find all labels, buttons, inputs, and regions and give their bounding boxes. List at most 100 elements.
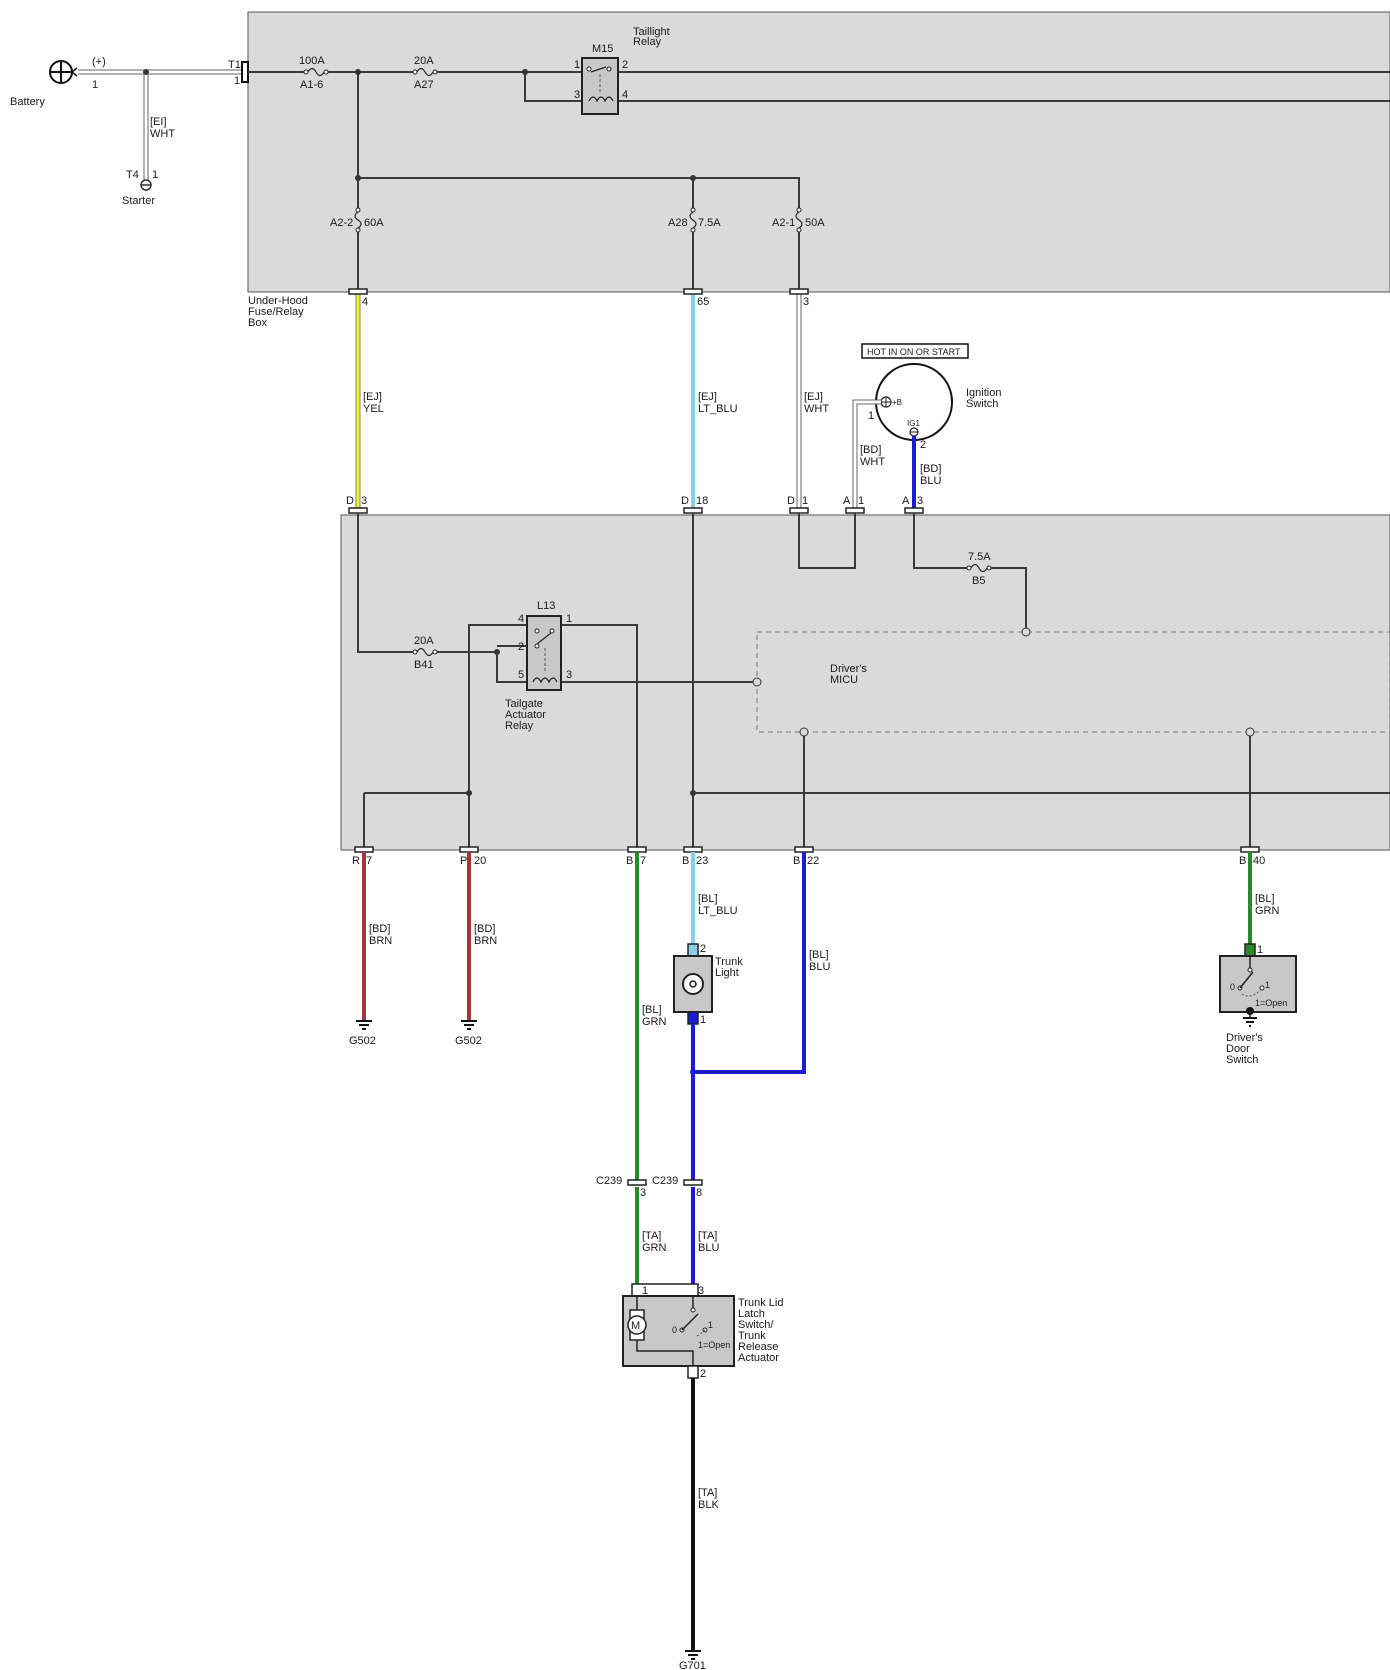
- uhfb-connector-4: [348, 288, 368, 295]
- m15-pin1: 1: [574, 59, 580, 71]
- wire-bd-wht: [853, 400, 881, 512]
- d3-letter: D: [346, 495, 354, 507]
- bd-brn2-code: [BD]: [474, 923, 495, 935]
- m15-pin2: 2: [622, 59, 628, 71]
- ta-grn-code: [TA]: [642, 1230, 661, 1242]
- micu-ground-bus-left: [363, 792, 470, 847]
- uhfb-relay-coil-line: [524, 72, 1390, 102]
- fuse-a2-2-label: A2-2: [330, 217, 353, 229]
- b23-letter: B: [682, 855, 689, 867]
- fuse-a2-2: [353, 207, 363, 233]
- taillight-relay-label-1: Taillight: [633, 26, 670, 38]
- ej-wht-code: [EJ]: [804, 391, 823, 403]
- pin-4-label: 4: [362, 296, 368, 308]
- tla-pin2: 2: [700, 1368, 706, 1380]
- dds-0: 0: [1230, 982, 1235, 992]
- a1-number: 1: [858, 495, 864, 507]
- a3-number: 3: [917, 495, 923, 507]
- fuse-b41: [412, 647, 438, 657]
- bl-lt-blu-code: [BL]: [698, 893, 718, 905]
- ground-g701-icon: [685, 1650, 701, 1660]
- micu-connector-a1: [845, 507, 865, 514]
- a1-letter: A: [843, 495, 851, 507]
- l13-pin4-line: [468, 624, 527, 793]
- g502-a-label: G502: [349, 1035, 376, 1047]
- dds-1: 1: [1265, 980, 1270, 990]
- fuse-a1-6-label: A1-6: [300, 79, 323, 91]
- b7-letter: B: [626, 855, 633, 867]
- bl-grn-code: [BL]: [642, 1004, 662, 1016]
- battery-pin-label: 1: [92, 79, 98, 91]
- fuse-a28-label: A28: [668, 217, 688, 229]
- fuse-20a-b41-label: 20A: [414, 635, 434, 647]
- pin-65-label: 65: [697, 296, 709, 308]
- dds-label-3: Switch: [1226, 1054, 1258, 1066]
- ej-lt-blu-code: [EJ]: [698, 391, 717, 403]
- tla-label-6: Actuator: [738, 1352, 779, 1364]
- ignition-label-2: Switch: [966, 398, 998, 410]
- micu-connector-p20: [459, 846, 479, 853]
- trunk-light-label-2: Light: [715, 967, 739, 979]
- tailgate-label-3: Relay: [505, 720, 534, 732]
- uhfb-label-2: Fuse/Relay: [248, 306, 304, 318]
- under-hood-fuse-relay-box: [247, 11, 1390, 293]
- bl-grn2-code: [BL]: [1255, 893, 1275, 905]
- c239-a-pin: 3: [640, 1187, 646, 1199]
- fuse-7-5a-b5-label: 7.5A: [968, 551, 991, 563]
- p20-number: 20: [474, 855, 486, 867]
- micu-connector-b23: [683, 846, 703, 853]
- drivers-door-switch: [1219, 955, 1297, 1013]
- ta-blu-color: BLU: [698, 1242, 719, 1254]
- ej-yel-code: [EJ]: [363, 391, 382, 403]
- ta-blu-code: [TA]: [698, 1230, 717, 1242]
- g701-label: G701: [679, 1660, 706, 1670]
- b23-number: 23: [696, 855, 708, 867]
- dds-label-2: Door: [1226, 1043, 1250, 1055]
- ta-blk-color: BLK: [698, 1499, 719, 1511]
- t1-label: T1: [228, 59, 241, 71]
- uhfb-horizontal-bus: [358, 177, 800, 291]
- bl-blu-code: [BL]: [809, 949, 829, 961]
- ignition-label-1: Ignition: [966, 387, 1001, 399]
- ground-g502-a-icon: [356, 1020, 372, 1030]
- fuse-a28: [688, 207, 698, 233]
- bl-blu-color: BLU: [809, 961, 830, 973]
- motor-icon: [627, 1315, 647, 1335]
- fuse-60a-label: 60A: [364, 217, 384, 229]
- hot-in-label: HOT IN ON OR START: [867, 347, 961, 357]
- m15-label: M15: [592, 43, 613, 55]
- battery-plus-label: (+): [92, 56, 106, 68]
- d18-number: 18: [696, 495, 708, 507]
- fuse-b5-label: B5: [972, 575, 985, 587]
- ei-wht-color: WHT: [150, 128, 175, 140]
- fuse-50a-label: 50A: [805, 217, 825, 229]
- dds-pin1: 1: [1257, 944, 1263, 956]
- battery-symbol: [49, 60, 78, 84]
- l13-pin2: 2: [518, 641, 524, 653]
- splice-battery: [143, 69, 149, 75]
- micu-connector-d18: [683, 507, 703, 514]
- d1-letter: D: [787, 495, 795, 507]
- micu-label-2: MICU: [830, 674, 858, 686]
- tla-label-1: Trunk Lid: [738, 1297, 783, 1309]
- b7-number: 7: [640, 855, 646, 867]
- m15-pin3: 3: [574, 89, 580, 101]
- uhfb-label-1: Under-Hood: [248, 295, 308, 307]
- dds-open: 1=Open: [1255, 998, 1287, 1008]
- c239-connector-3: [627, 1179, 647, 1186]
- pin-3-label: 3: [803, 296, 809, 308]
- bd-blu-code: [BD]: [920, 463, 941, 475]
- l13-pin5: 5: [518, 669, 524, 681]
- b40-number: 40: [1253, 855, 1265, 867]
- tla-label-4: Trunk: [738, 1330, 766, 1342]
- uhfb-connector-3: [789, 288, 809, 295]
- bl-grn-color: GRN: [642, 1016, 667, 1028]
- trunk-light-label-1: Trunk: [715, 956, 743, 968]
- tl-pin2: 2: [700, 943, 706, 955]
- ign-pb-label: +B: [892, 398, 902, 407]
- l13-label: L13: [537, 600, 555, 612]
- micu-label-1: Driver's: [830, 663, 867, 675]
- ej-yel-color: YEL: [363, 403, 384, 415]
- fuse-7-5a-top-label: 7.5A: [698, 217, 721, 229]
- tailgate-label-2: Actuator: [505, 709, 546, 721]
